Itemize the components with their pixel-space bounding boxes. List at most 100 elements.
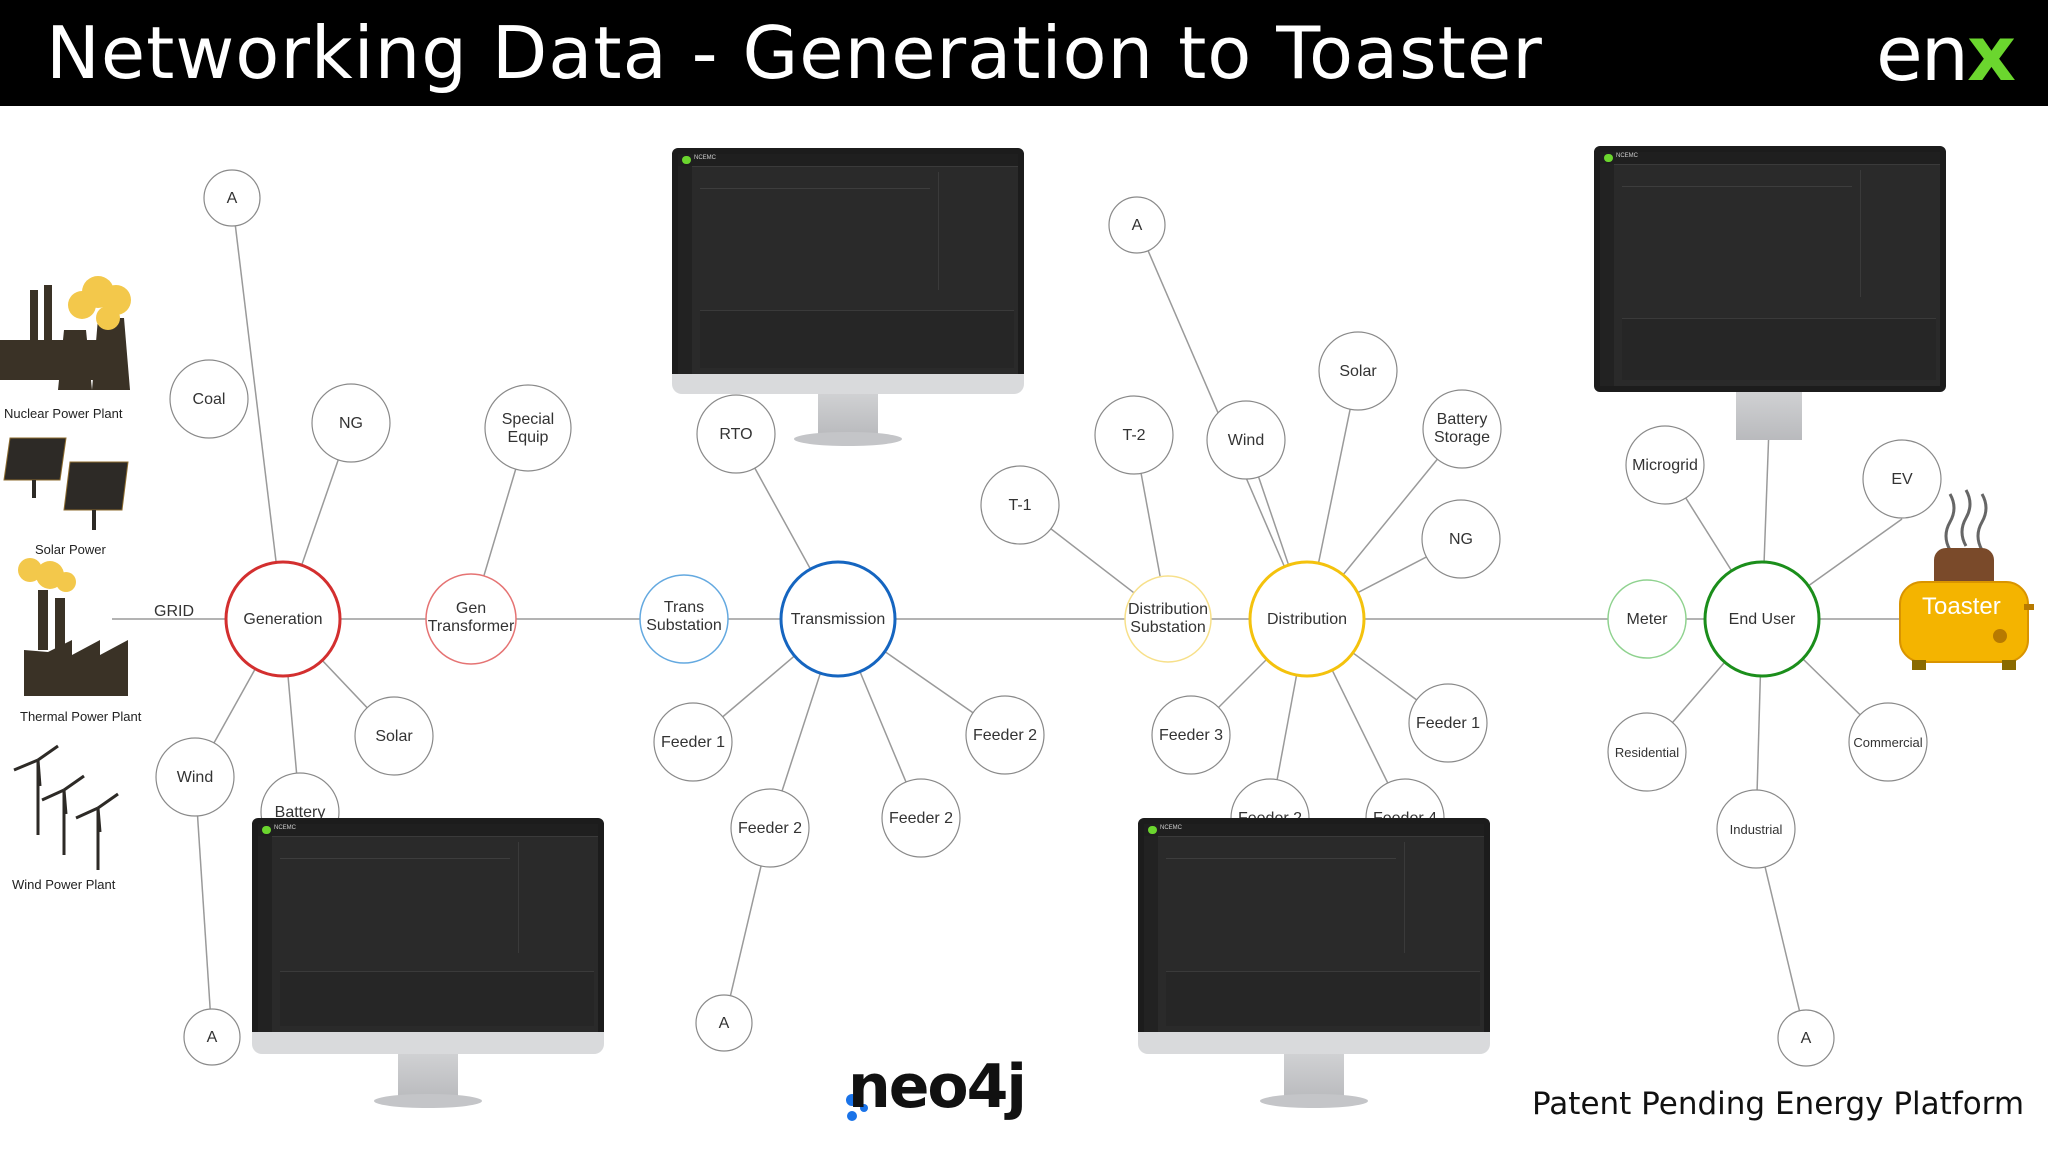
app-detail-panel [1404, 842, 1480, 953]
wind-turbine-1-blade-2 [37, 744, 59, 762]
solar-panel-2 [63, 461, 129, 511]
monitor-screen: NCEMC [1594, 146, 1946, 392]
monitor-base [374, 1094, 482, 1108]
caption-nuclear-plant: Nuclear Power Plant [4, 406, 123, 421]
node-industrial-circle [1716, 789, 1796, 869]
nuclear-cooling-tower-2 [92, 318, 130, 390]
thermal-building [24, 640, 128, 696]
app-detail-panel [1860, 170, 1936, 298]
node-t2-label: T-2 [1122, 427, 1145, 444]
neo4j-logo: neo4j [848, 1052, 1027, 1122]
wind-turbine-2-blade-2 [63, 774, 85, 792]
node-ng-dist-circle [1421, 499, 1501, 579]
nuclear-chimney-1 [30, 290, 38, 345]
node-end-user[interactable]: End User [1703, 560, 1821, 678]
node-special-equip-label-2: Equip [508, 429, 549, 446]
monitor-screen: NCEMC [252, 818, 604, 1038]
node-transmission[interactable]: Transmission [779, 560, 897, 678]
app-topbar: NCEMC [1600, 152, 1940, 165]
node-meter[interactable]: Meter [1607, 579, 1687, 659]
neo4j-dot-3 [860, 1104, 868, 1112]
toaster-foot-right [2002, 660, 2016, 670]
monitor-screen: NCEMC [1138, 818, 1490, 1038]
monitor-chin [1138, 1032, 1490, 1054]
node-distribution[interactable]: Distribution [1248, 560, 1366, 678]
node-trans-substation[interactable]: Trans Substation [639, 574, 729, 664]
nuclear-plant-illustration [0, 276, 131, 390]
node-residential-label: Residential [1615, 745, 1679, 760]
neo4j-dot-2 [847, 1111, 857, 1121]
node-t1-circle [980, 465, 1060, 545]
node-ev-label: EV [1891, 471, 1913, 488]
node-battery-gen-label: Battery [275, 804, 326, 821]
toaster-steam-1 [1944, 493, 1956, 551]
monitor-neck [398, 1054, 458, 1100]
node-wind-gen-circle [155, 737, 235, 817]
node-solar-dist-label: Solar [1339, 363, 1377, 380]
node-battery-storage-label-1: Battery [1437, 411, 1488, 428]
node-a-gen-bottom-label: A [207, 1029, 218, 1046]
node-a-trans-bottom-circle [695, 994, 753, 1052]
thermal-smoke-1 [18, 558, 42, 582]
node-feeder1-dist-label: Feeder 1 [1416, 715, 1480, 732]
node-generation[interactable]: Generation [224, 560, 342, 678]
toaster-lever [2024, 604, 2034, 610]
toaster-knob [1993, 629, 2007, 643]
node-t2-circle [1094, 395, 1174, 475]
monitor-bottom-left: NCEMC [252, 818, 604, 1118]
node-feeder2-trans-b-circle [730, 788, 810, 868]
app-logo-icon [262, 826, 271, 834]
node-gen-transformer[interactable]: Gen Transformer [425, 573, 517, 665]
wind-turbine-1-blade-3 [36, 759, 42, 787]
node-gen-transformer-label-1: Gen [456, 600, 486, 617]
solar-panel-1 [3, 437, 67, 481]
app-sidebar [1144, 836, 1158, 1032]
node-ng-gen-label: NG [339, 415, 363, 432]
app-stats-bar [1622, 170, 1852, 187]
node-wind-dist-circle [1206, 400, 1286, 480]
node-generation-label: Generation [243, 611, 322, 628]
nuclear-steam-4 [96, 306, 120, 330]
caption-solar-power: Solar Power [35, 542, 106, 557]
app-stats-bar [1166, 842, 1396, 859]
wind-turbine-3-blade-1 [75, 806, 99, 820]
node-special-equip-circle [484, 384, 572, 472]
solar-panel-1-post [32, 480, 36, 498]
node-rto-label: RTO [719, 426, 752, 443]
monitor-base [794, 432, 902, 446]
node-distribution-substation[interactable]: Distribution Substation [1124, 575, 1212, 663]
app-logo-icon [1148, 826, 1157, 834]
node-trans-substation-label-2: Substation [646, 617, 722, 634]
thermal-chimney-1 [38, 590, 48, 650]
app-sidebar [258, 836, 272, 1032]
solar-panel-2-post [92, 510, 96, 530]
app-detail-panel [938, 172, 1014, 291]
monitor-neck [1284, 1054, 1344, 1100]
node-microgrid-circle [1625, 425, 1705, 505]
edge-wind-a [194, 776, 213, 1038]
app-detail-panel [518, 842, 594, 953]
enx-logo-text: en [1876, 8, 1969, 98]
node-t1-label: T-1 [1008, 497, 1031, 514]
node-a-gen-bottom-circle [183, 1008, 241, 1066]
node-residential-circle [1607, 712, 1687, 792]
monitor-top-right: NCEMC [1594, 146, 1946, 446]
node-meter-label: Meter [1627, 611, 1669, 628]
node-microgrid-label: Microgrid [1632, 457, 1698, 474]
node-feeder2-trans-b-label: Feeder 2 [738, 820, 802, 837]
wind-plant-illustration [13, 744, 119, 870]
app-topbar: NCEMC [678, 154, 1018, 167]
node-feeder2-trans-c-label: Feeder 2 [889, 810, 953, 827]
node-transmission-label: Transmission [791, 611, 886, 628]
app-title: NCEMC [694, 155, 716, 161]
node-ng-gen-circle [311, 383, 391, 463]
node-feeder3-dist-circle [1151, 695, 1231, 775]
thermal-smoke-3 [56, 572, 76, 592]
node-ev-circle [1862, 439, 1942, 519]
app-title: NCEMC [274, 825, 296, 831]
node-special-equip-label-1: Special [502, 411, 554, 428]
node-battery-storage-label-2: Storage [1434, 429, 1490, 446]
caption-thermal-plant: Thermal Power Plant [20, 709, 142, 724]
